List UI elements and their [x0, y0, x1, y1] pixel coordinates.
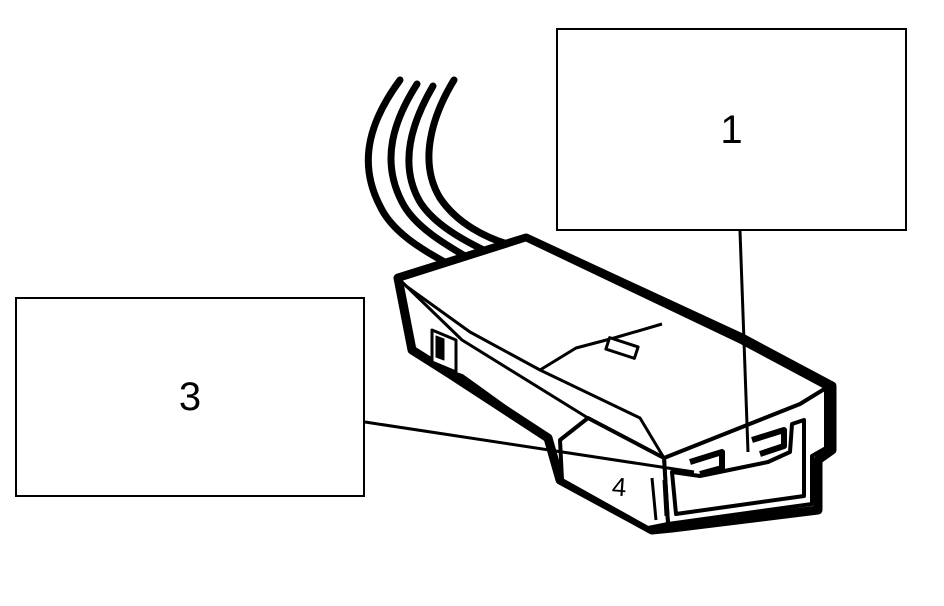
callout-box-1: 1: [556, 28, 907, 231]
side-notch: [449, 370, 550, 440]
pin-number-marking: 4: [611, 471, 628, 502]
side-groove-2: [662, 479, 668, 517]
leader-line-3: [364, 420, 695, 474]
side-groove: [650, 477, 658, 521]
front-opening: [670, 418, 806, 516]
callout-label-3: 3: [178, 375, 202, 419]
callout-box-3: 3: [15, 297, 365, 497]
terminal-contact-right: [751, 427, 787, 457]
terminal-contact-left: [689, 449, 725, 477]
wire-3: [405, 82, 496, 258]
leader-line-1: [738, 230, 750, 453]
wire-bundle: [364, 76, 518, 270]
housing-step: [539, 322, 663, 372]
housing-side-lower: [558, 416, 670, 530]
wire-1: [364, 76, 456, 270]
connector-housing: [393, 233, 837, 535]
side-latch-notch: [435, 335, 445, 361]
callout-label-1: 1: [720, 107, 743, 152]
wire-2: [387, 80, 476, 264]
latch-slot: [604, 336, 640, 360]
wire-4: [425, 76, 518, 250]
